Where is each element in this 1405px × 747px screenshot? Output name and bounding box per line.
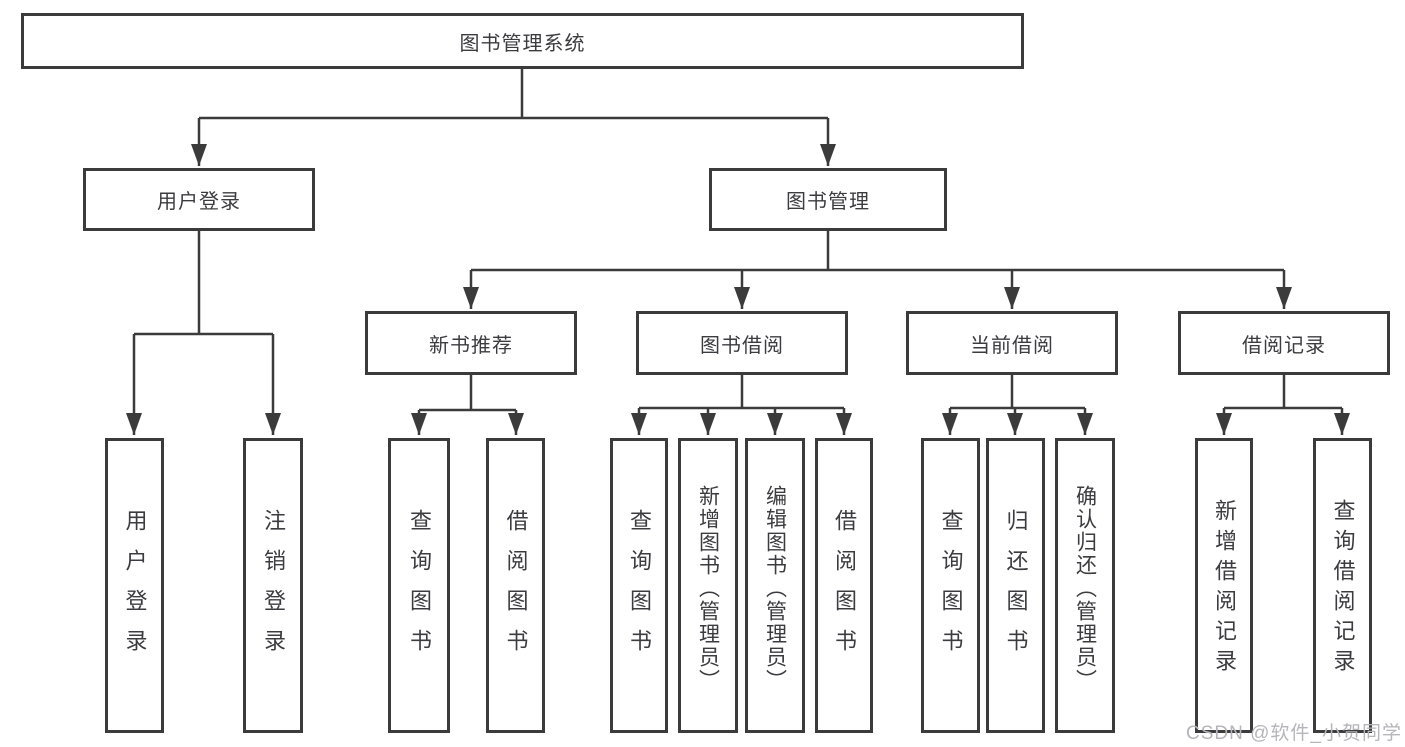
node-book-management: 图书管理 (709, 168, 947, 231)
leaf-query-borrow-record: 查询借阅记录 (1313, 438, 1372, 733)
leaf-add-books-admin: 新增图书（管理员） (678, 438, 738, 733)
node-new-book-recommend: 新书推荐 (365, 311, 577, 375)
leaf-edit-books-admin: 编辑图书（管理员） (745, 438, 805, 733)
node-book-borrow: 图书借阅 (636, 311, 848, 375)
node-borrow-records: 借阅记录 (1178, 311, 1390, 375)
leaf-borrow-books: 借阅图书 (815, 438, 873, 733)
node-current-borrow: 当前借阅 (906, 311, 1118, 375)
leaf-confirm-return-admin: 确认归还（管理员） (1055, 438, 1115, 733)
node-library-management-system: 图书管理系统 (21, 13, 1024, 69)
leaf-add-borrow-record: 新增借阅记录 (1195, 438, 1253, 733)
leaf-user-login: 用户登录 (105, 438, 164, 733)
leaf-return-books: 归还图书 (986, 438, 1045, 733)
node-user-login: 用户登录 (83, 168, 315, 231)
leaf-query-books-recommend: 查询图书 (388, 438, 450, 733)
leaf-borrow-books-recommend: 借阅图书 (486, 438, 545, 733)
leaf-logout: 注销登录 (243, 438, 303, 733)
leaf-query-books-borrow: 查询图书 (610, 438, 668, 733)
csdn-watermark: CSDN @软件_小贺同学 (1186, 723, 1402, 744)
leaf-query-books-current: 查询图书 (921, 438, 980, 733)
